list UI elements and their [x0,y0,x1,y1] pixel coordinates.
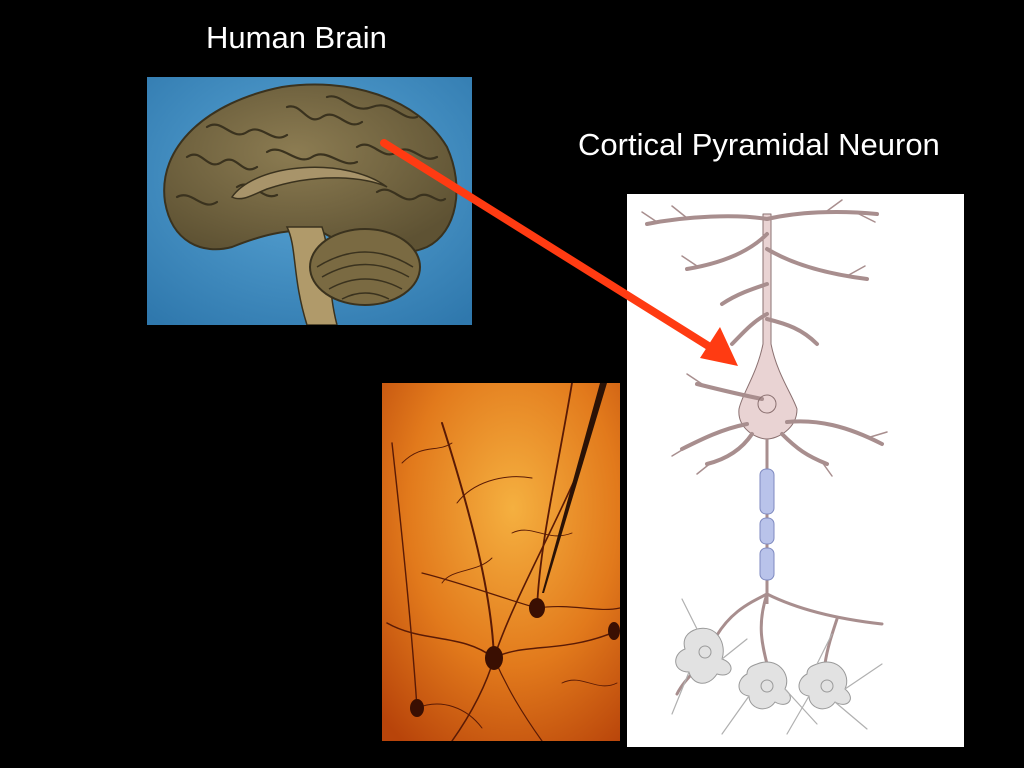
pyramidal-neuron-diagram [627,194,964,747]
golgi-stain-photo [382,383,620,741]
title-human-brain: Human Brain [206,20,387,55]
title-cortical-pyramidal-neuron: Cortical Pyramidal Neuron [578,127,940,162]
brain-photo [147,77,472,325]
